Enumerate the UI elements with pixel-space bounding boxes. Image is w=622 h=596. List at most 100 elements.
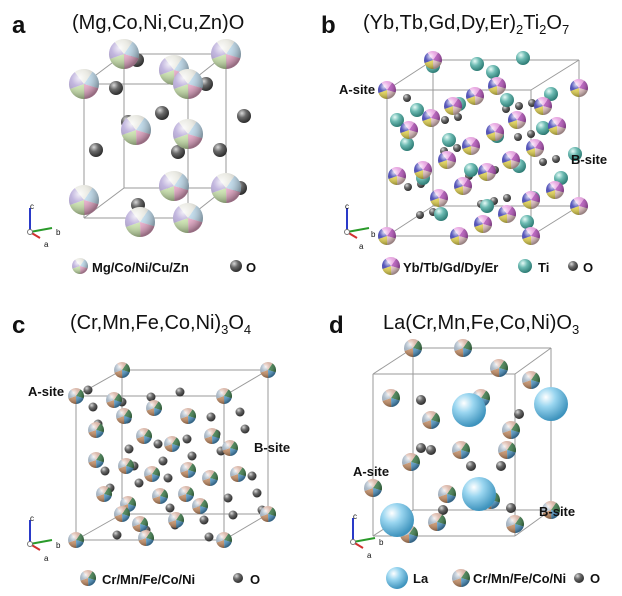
panel-label: c bbox=[12, 312, 26, 339]
axis-b-arrow bbox=[346, 227, 370, 233]
oxygen-atom bbox=[453, 144, 461, 152]
axis-b-arrow bbox=[352, 537, 376, 543]
corner-cation-atom bbox=[260, 362, 276, 378]
axis-c-label: c bbox=[30, 202, 34, 211]
oxygen-atom bbox=[187, 451, 197, 461]
oxygen-atom bbox=[247, 471, 257, 481]
axis-origin bbox=[27, 541, 33, 547]
panel-title: (Mg,Co,Ni,Cu,Zn)O bbox=[72, 12, 245, 34]
cation-atom bbox=[454, 339, 472, 357]
legend-oxygen-swatch bbox=[233, 573, 243, 583]
oxygen-atom bbox=[240, 424, 250, 434]
oxygen-atom bbox=[89, 143, 103, 157]
oxygen-atom bbox=[496, 461, 506, 471]
ti-atom bbox=[442, 133, 456, 147]
corner-cation-atom bbox=[216, 532, 233, 548]
cation-atom bbox=[211, 39, 241, 70]
oxygen-atom bbox=[228, 510, 238, 520]
cation-atom bbox=[428, 513, 446, 531]
cation-atom bbox=[400, 121, 418, 140]
cell-edge bbox=[530, 205, 580, 237]
cell-edge bbox=[530, 59, 580, 91]
cell-edge bbox=[75, 513, 123, 541]
cation-atom bbox=[364, 479, 382, 497]
axis-origin bbox=[27, 229, 33, 235]
cation-atom bbox=[546, 180, 564, 200]
cation-atom bbox=[106, 392, 122, 408]
ti-atom bbox=[400, 137, 414, 151]
oxygen-atom bbox=[552, 155, 560, 163]
cation-atom bbox=[69, 69, 99, 99]
cation-atom bbox=[121, 115, 151, 145]
cation-atom bbox=[498, 205, 516, 223]
axis-b-label: b bbox=[56, 228, 61, 237]
b-site-label: B-site bbox=[571, 152, 608, 167]
oxygen-atom bbox=[514, 409, 524, 419]
axis-origin bbox=[344, 229, 350, 235]
oxygen-atom bbox=[539, 158, 547, 166]
cation-atom bbox=[211, 173, 241, 203]
oxygen-atom bbox=[134, 478, 144, 488]
legend-oxygen-swatch bbox=[568, 261, 578, 271]
oxygen-atom bbox=[223, 493, 233, 503]
spinel-structure-diagram bbox=[27, 362, 276, 586]
legend-cation-label: Cr/Mn/Fe/Co/Ni bbox=[102, 572, 196, 587]
cation-atom bbox=[430, 189, 448, 208]
axis-a-label: a bbox=[359, 242, 364, 251]
axis-c-label: c bbox=[30, 514, 34, 523]
legend-cation-swatch bbox=[80, 570, 96, 586]
ti-atom bbox=[480, 199, 494, 213]
cation-atom bbox=[191, 498, 208, 514]
cation-atom bbox=[498, 441, 516, 459]
cation-atom bbox=[452, 441, 470, 459]
cation-atom bbox=[164, 436, 180, 452]
cation-atom bbox=[173, 119, 204, 150]
legend-ti-swatch bbox=[518, 259, 532, 273]
oxygen-atom bbox=[175, 387, 185, 397]
panel-d: d La(Cr,Mn,Fe,Co,Ni)O3 A-site B-site c b… bbox=[311, 298, 622, 596]
oxygen-atom bbox=[438, 505, 448, 515]
cation-atom bbox=[159, 171, 189, 201]
axis-a-label: a bbox=[367, 551, 372, 560]
b-site-label: B-site bbox=[539, 504, 576, 519]
legend-ti-label: Ti bbox=[538, 260, 550, 275]
legend-cation-swatch bbox=[382, 257, 400, 275]
cation-atom bbox=[522, 371, 540, 389]
b-site-label: B-site bbox=[254, 440, 291, 455]
cation-atom bbox=[486, 122, 504, 141]
cation-atom bbox=[152, 488, 169, 504]
ti-atom bbox=[516, 51, 530, 65]
oxygen-atom bbox=[83, 385, 93, 395]
cation-atom bbox=[202, 470, 218, 486]
a-site-label: A-site bbox=[339, 82, 376, 97]
panel-b: b (Yb,Tb,Gd,Dy,Er)2Ti2O7 A-site B-site c… bbox=[311, 0, 622, 298]
cation-atom bbox=[116, 408, 132, 424]
oxygen-atom bbox=[88, 402, 98, 412]
oxygen-atom bbox=[514, 133, 522, 141]
oxygen-atom bbox=[515, 102, 523, 110]
panel-title: La(Cr,Mn,Fe,Co,Ni)O3 bbox=[383, 312, 580, 337]
cation-atom bbox=[534, 97, 552, 115]
perovskite-structure-diagram bbox=[350, 339, 584, 589]
cell-edge bbox=[75, 369, 123, 397]
cation-atom bbox=[96, 486, 112, 502]
oxygen-atom bbox=[441, 116, 449, 124]
panel-title: (Yb,Tb,Gd,Dy,Er)2Ti2O7 bbox=[363, 12, 570, 37]
legend-cation-swatch bbox=[72, 258, 88, 274]
oxygen-atom bbox=[165, 503, 175, 513]
corner-cation-atom bbox=[68, 388, 84, 404]
legend-cation-swatch bbox=[452, 569, 470, 587]
cation-atom bbox=[378, 226, 396, 246]
oxygen-atom bbox=[158, 456, 168, 466]
cation-atom bbox=[402, 453, 420, 471]
oxygen-atom bbox=[502, 105, 510, 113]
ti-atom bbox=[390, 113, 404, 127]
oxygen-atom bbox=[454, 113, 462, 121]
cation-atom bbox=[522, 191, 540, 210]
oxygen-atom bbox=[146, 392, 156, 402]
ti-atom bbox=[464, 163, 478, 177]
panel-a: a (Mg,Co,Ni,Cu,Zn)O c b a Mg/Co/Ni/Cu/Zn… bbox=[0, 0, 311, 298]
oxygen-atom bbox=[204, 532, 214, 542]
oxygen-atom bbox=[153, 439, 163, 449]
oxygen-atom bbox=[503, 194, 511, 202]
